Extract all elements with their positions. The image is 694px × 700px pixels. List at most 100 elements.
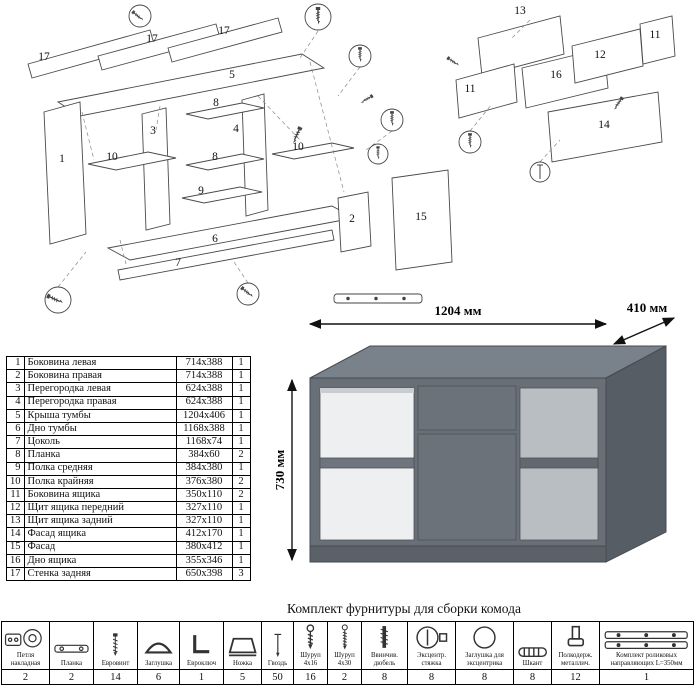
cam-lock-icon [409, 623, 454, 651]
part-number: 6 [6, 421, 25, 437]
hardware-item-cell: Петля накладная [1, 621, 50, 670]
part-name: Цоколь [23, 435, 177, 450]
nail-detail-glyph [537, 164, 543, 179]
hardware-item-label: Ножка [232, 659, 253, 667]
part-qty: 1 [231, 540, 251, 555]
part-name: Крыша тумбы [23, 408, 177, 423]
part-number-callout: 7 [175, 257, 181, 269]
part-number-callout: 11 [464, 83, 475, 95]
part-number: 12 [6, 501, 25, 516]
part-qty: 2 [231, 474, 251, 489]
hardware-item-cell: Эксцентр. стяжка [407, 621, 456, 670]
hardware-item-label: Шкант [522, 659, 543, 667]
hardware-item-cell: Шуруп 4x16 [293, 621, 328, 670]
hardware-item-label: Полкодерж. металлич. [558, 652, 593, 667]
part-number: 4 [6, 395, 25, 410]
roller-guides-icon [601, 623, 692, 651]
part-size: 714x388 [175, 369, 233, 384]
part-number-callout: 8 [213, 97, 219, 109]
part-size: 412x170 [175, 527, 233, 542]
part-number-callout: 2 [349, 213, 355, 225]
part-number: 7 [6, 435, 25, 450]
plate-icon [51, 631, 92, 659]
part-qty: 1 [231, 421, 251, 437]
shelf-10-right [271, 142, 355, 160]
part-name: Полка средняя [23, 461, 177, 476]
cam-cap-icon [457, 623, 512, 651]
part-name: Перегородка правая [23, 395, 177, 410]
guide-rail-sketch [333, 293, 423, 304]
plank-8-mid [185, 153, 265, 171]
door-front [417, 433, 517, 541]
hardware-item-qty: 8 [455, 668, 514, 685]
hardware-item-label: Комплект роликовых направляющих L=350мм [610, 652, 683, 667]
shelf-10-left [87, 151, 177, 171]
part-number-callout: 14 [598, 119, 610, 131]
hardware-item-label: Петля накладная [10, 652, 41, 667]
part-number: 5 [6, 408, 25, 423]
shelf-pin-icon [553, 623, 598, 651]
part-number: 2 [6, 369, 25, 384]
dresser-front-sections [319, 385, 599, 541]
foot-icon [225, 631, 260, 659]
hinge-icon [3, 623, 48, 651]
part-qty: 1 [231, 527, 251, 542]
part-size: 327x110 [175, 501, 233, 516]
part-number-callout: 15 [415, 211, 427, 223]
hardware-item-label: Заглушка для эксцентрика [465, 652, 504, 667]
hardware-item-qty: 8 [407, 668, 456, 685]
part-number-callout: 17 [146, 33, 158, 45]
hardware-item-label: Евровинт [101, 659, 130, 667]
part-name: Фасад ящика [23, 527, 177, 542]
hardware-item-label: Ввинчив. дюбель [371, 652, 398, 667]
hardware-item-qty: 1 [599, 668, 694, 685]
dresser-plinth [309, 545, 607, 563]
hardware-item-qty: 14 [93, 668, 138, 685]
hardware-item-qty: 1 [179, 668, 224, 685]
hardware-item-label: Шуруп 4x16 [300, 652, 321, 667]
left-shelf [319, 457, 415, 469]
hardware-kit-caption: Комплект фурнитуры для сборки комода [286, 601, 521, 616]
dresser-top-face [309, 345, 667, 379]
hardware-item-cell: Комплект роликовых направляющих L=350мм [599, 621, 694, 670]
part-number-callout: 16 [550, 69, 562, 81]
hardware-item-qty: 8 [513, 668, 552, 685]
part-number: 14 [6, 527, 25, 542]
part-qty: 1 [231, 461, 251, 476]
part-name: Фасад [23, 540, 177, 555]
part-qty: 1 [231, 369, 251, 384]
hardware-item-cell: Гвоздь [261, 621, 294, 670]
part-number: 17 [6, 566, 25, 582]
dimension-arrows [287, 317, 676, 562]
depth-dimension-label: 410 мм [627, 300, 668, 315]
screw-small-icon [295, 623, 326, 651]
hardware-item-qty: 5 [223, 668, 262, 685]
part-size: 1168x74 [175, 435, 233, 450]
drawer-front [417, 385, 517, 431]
dowel-icon [515, 631, 550, 659]
width-dimension-label: 1204 мм [435, 303, 482, 318]
part-number-callout: 10 [106, 151, 118, 163]
part-number: 13 [6, 514, 25, 529]
part-name: Планка [23, 448, 177, 463]
hardware-item-label: Гвоздь [267, 659, 288, 667]
part-name: Щит ящика передний [23, 501, 177, 516]
part-number-callout: 1 [59, 153, 65, 165]
part-number: 3 [6, 382, 25, 397]
